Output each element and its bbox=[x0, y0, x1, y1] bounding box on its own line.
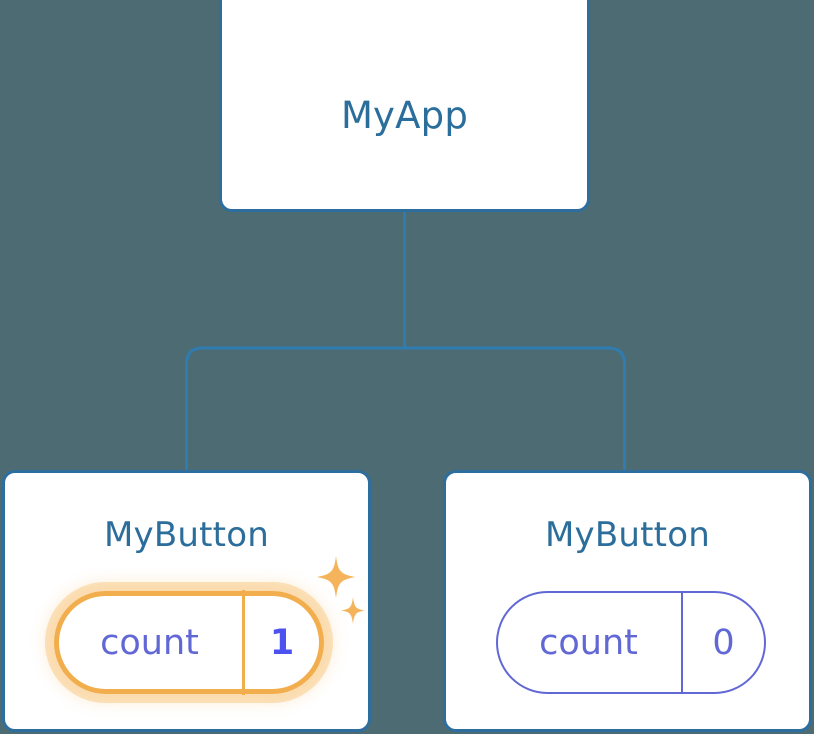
node-mybutton-right-title: MyButton bbox=[545, 515, 710, 555]
state-pill-left[interactable]: count 1 bbox=[54, 590, 324, 695]
connector-branches bbox=[185, 346, 626, 470]
state-value-right: 0 bbox=[712, 622, 735, 663]
state-pill-right[interactable]: count 0 bbox=[496, 591, 766, 694]
node-myapp[interactable]: MyApp bbox=[219, 0, 590, 212]
state-value-left: 1 bbox=[269, 622, 295, 663]
state-key-right: count bbox=[539, 622, 638, 663]
node-mybutton-right[interactable]: MyButton count 0 bbox=[443, 470, 812, 732]
node-mybutton-left[interactable]: MyButton count 1 bbox=[2, 470, 371, 732]
node-myapp-title: MyApp bbox=[340, 94, 469, 137]
state-pill-divider-left bbox=[242, 590, 245, 695]
state-pill-divider-right bbox=[681, 592, 683, 693]
node-mybutton-left-title: MyButton bbox=[104, 515, 269, 555]
state-key-left: count bbox=[100, 622, 199, 663]
